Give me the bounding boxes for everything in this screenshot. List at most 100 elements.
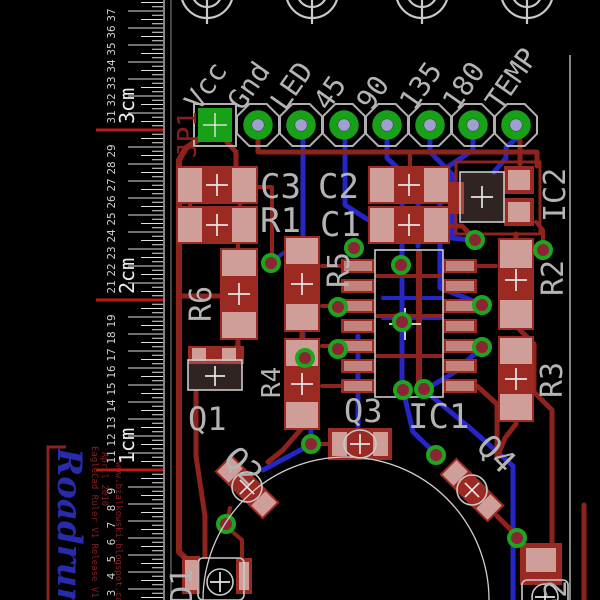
ruler-mm-number: 23 bbox=[105, 246, 118, 259]
vias bbox=[216, 230, 553, 548]
label-jp1: JP1 bbox=[173, 111, 203, 158]
component-c3 bbox=[176, 166, 258, 204]
label-r3: R3 bbox=[535, 362, 570, 398]
ruler-mm-number: 29 bbox=[105, 144, 118, 157]
component-r5 bbox=[284, 236, 320, 332]
component-ic2 bbox=[448, 160, 542, 236]
via bbox=[533, 240, 553, 260]
label-r2: R2 bbox=[536, 260, 571, 296]
ruler-mm-number: 13 bbox=[105, 416, 118, 429]
via bbox=[426, 445, 446, 465]
header-pad-temp bbox=[494, 103, 538, 147]
via bbox=[344, 238, 364, 258]
label-r1: R1 bbox=[260, 201, 301, 241]
ruler-mm-number: 6 bbox=[105, 539, 118, 546]
components bbox=[176, 160, 569, 600]
component-q2 bbox=[214, 454, 280, 520]
via bbox=[414, 379, 434, 399]
ruler-label-2cm: 2cm bbox=[115, 258, 139, 294]
ruler-mm-number: 3 bbox=[105, 590, 118, 597]
component-r2 bbox=[498, 238, 534, 330]
watermark-line-3: www.bialkowski.blogspot.com bbox=[113, 462, 123, 600]
ruler-mm-number: 5 bbox=[105, 556, 118, 563]
label-r6: R6 bbox=[184, 286, 219, 322]
watermark-line-2: April 2010 bbox=[99, 452, 109, 506]
ruler-mm-number: 24 bbox=[105, 229, 118, 243]
ruler-mm-number: 28 bbox=[105, 161, 118, 174]
ruler-cm-labels: 1cm 2cm 3cm bbox=[115, 88, 139, 464]
via bbox=[261, 253, 281, 273]
ruler-mm-number: 18 bbox=[105, 331, 118, 344]
via bbox=[465, 230, 485, 250]
label-c1: C1 bbox=[320, 205, 361, 245]
watermark-line-1: EagleCad Ruler V1 Release V1 bbox=[89, 446, 99, 598]
mounting-hole bbox=[286, 0, 338, 24]
component-q1 bbox=[187, 346, 244, 391]
ruler-mm-number: 34 bbox=[105, 59, 118, 73]
ruler-mm-number: 11 bbox=[105, 450, 118, 463]
watermark: Roadrunner EagleCad Ruler V1 Release V1 … bbox=[46, 445, 123, 600]
label-c3: C3 bbox=[260, 167, 301, 207]
ruler-mm-number: 25 bbox=[105, 212, 118, 225]
pin-label: Vcc bbox=[178, 56, 234, 116]
label-c2: C2 bbox=[318, 167, 359, 207]
watermark-logo: Roadrunner bbox=[49, 447, 89, 600]
component-q3 bbox=[328, 428, 392, 460]
ruler-label-1cm: 1cm bbox=[115, 428, 139, 464]
via bbox=[391, 255, 411, 275]
via bbox=[301, 434, 321, 454]
mounting-hole bbox=[501, 0, 553, 24]
ruler-mm-number: 4 bbox=[105, 572, 118, 579]
mounting-hole bbox=[396, 0, 448, 24]
label-ic1: IC1 bbox=[408, 397, 469, 437]
ruler-mm-number: 33 bbox=[105, 76, 118, 89]
via bbox=[328, 297, 348, 317]
ruler-mm-number: 19 bbox=[105, 314, 118, 327]
ruler-mm-number: 14 bbox=[105, 399, 118, 413]
component-led1 bbox=[182, 556, 252, 600]
via bbox=[328, 339, 348, 359]
component-led2 bbox=[520, 543, 569, 600]
via bbox=[472, 295, 492, 315]
ruler-mm-number: 21 bbox=[105, 280, 118, 293]
watermark-frame bbox=[46, 445, 66, 600]
ruler: 3456789111213141516171819212223242526272… bbox=[96, 0, 172, 600]
ruler-mm-number: 15 bbox=[105, 382, 118, 395]
ruler-mm-number: 16 bbox=[105, 365, 118, 378]
label-r4: R4 bbox=[257, 367, 287, 398]
label-led1: LED1 bbox=[165, 568, 200, 600]
via bbox=[507, 528, 527, 548]
ruler-mm-numbers: 3456789111213141516171819212223242526272… bbox=[105, 8, 118, 596]
label-r5: R5 bbox=[322, 252, 357, 288]
ruler-mm-number: 26 bbox=[105, 195, 118, 208]
ruler-mm-number: 22 bbox=[105, 263, 118, 276]
ruler-mm-number: 31 bbox=[105, 110, 118, 123]
via bbox=[393, 380, 413, 400]
ruler-mm-number: 7 bbox=[105, 522, 118, 529]
ruler-mm-number: 27 bbox=[105, 178, 118, 191]
ruler-mm-number: 35 bbox=[105, 42, 118, 55]
mounting-hole bbox=[181, 0, 233, 24]
ruler-mm-number: 17 bbox=[105, 348, 118, 361]
mounting-holes bbox=[181, 0, 553, 24]
silkscreen-circle bbox=[202, 456, 490, 600]
via bbox=[472, 337, 492, 357]
label-ic2: IC2 bbox=[538, 168, 573, 222]
label-q1: Q1 bbox=[188, 400, 227, 438]
ruler-label-3cm: 3cm bbox=[115, 88, 139, 124]
via bbox=[295, 348, 315, 368]
ruler-mm-number: 12 bbox=[105, 433, 118, 446]
via bbox=[216, 514, 236, 534]
component-r6 bbox=[220, 248, 258, 340]
ruler-mm-number: 8 bbox=[105, 505, 118, 512]
ruler-mm-number: 36 bbox=[105, 25, 118, 38]
ruler-mm-number: 9 bbox=[105, 488, 118, 495]
component-r3 bbox=[498, 336, 534, 422]
via bbox=[392, 312, 412, 332]
component-c1 bbox=[368, 206, 450, 244]
ruler-mm-number: 32 bbox=[105, 93, 118, 106]
ruler-mm-number: 37 bbox=[105, 8, 118, 21]
component-r1 bbox=[176, 206, 258, 244]
